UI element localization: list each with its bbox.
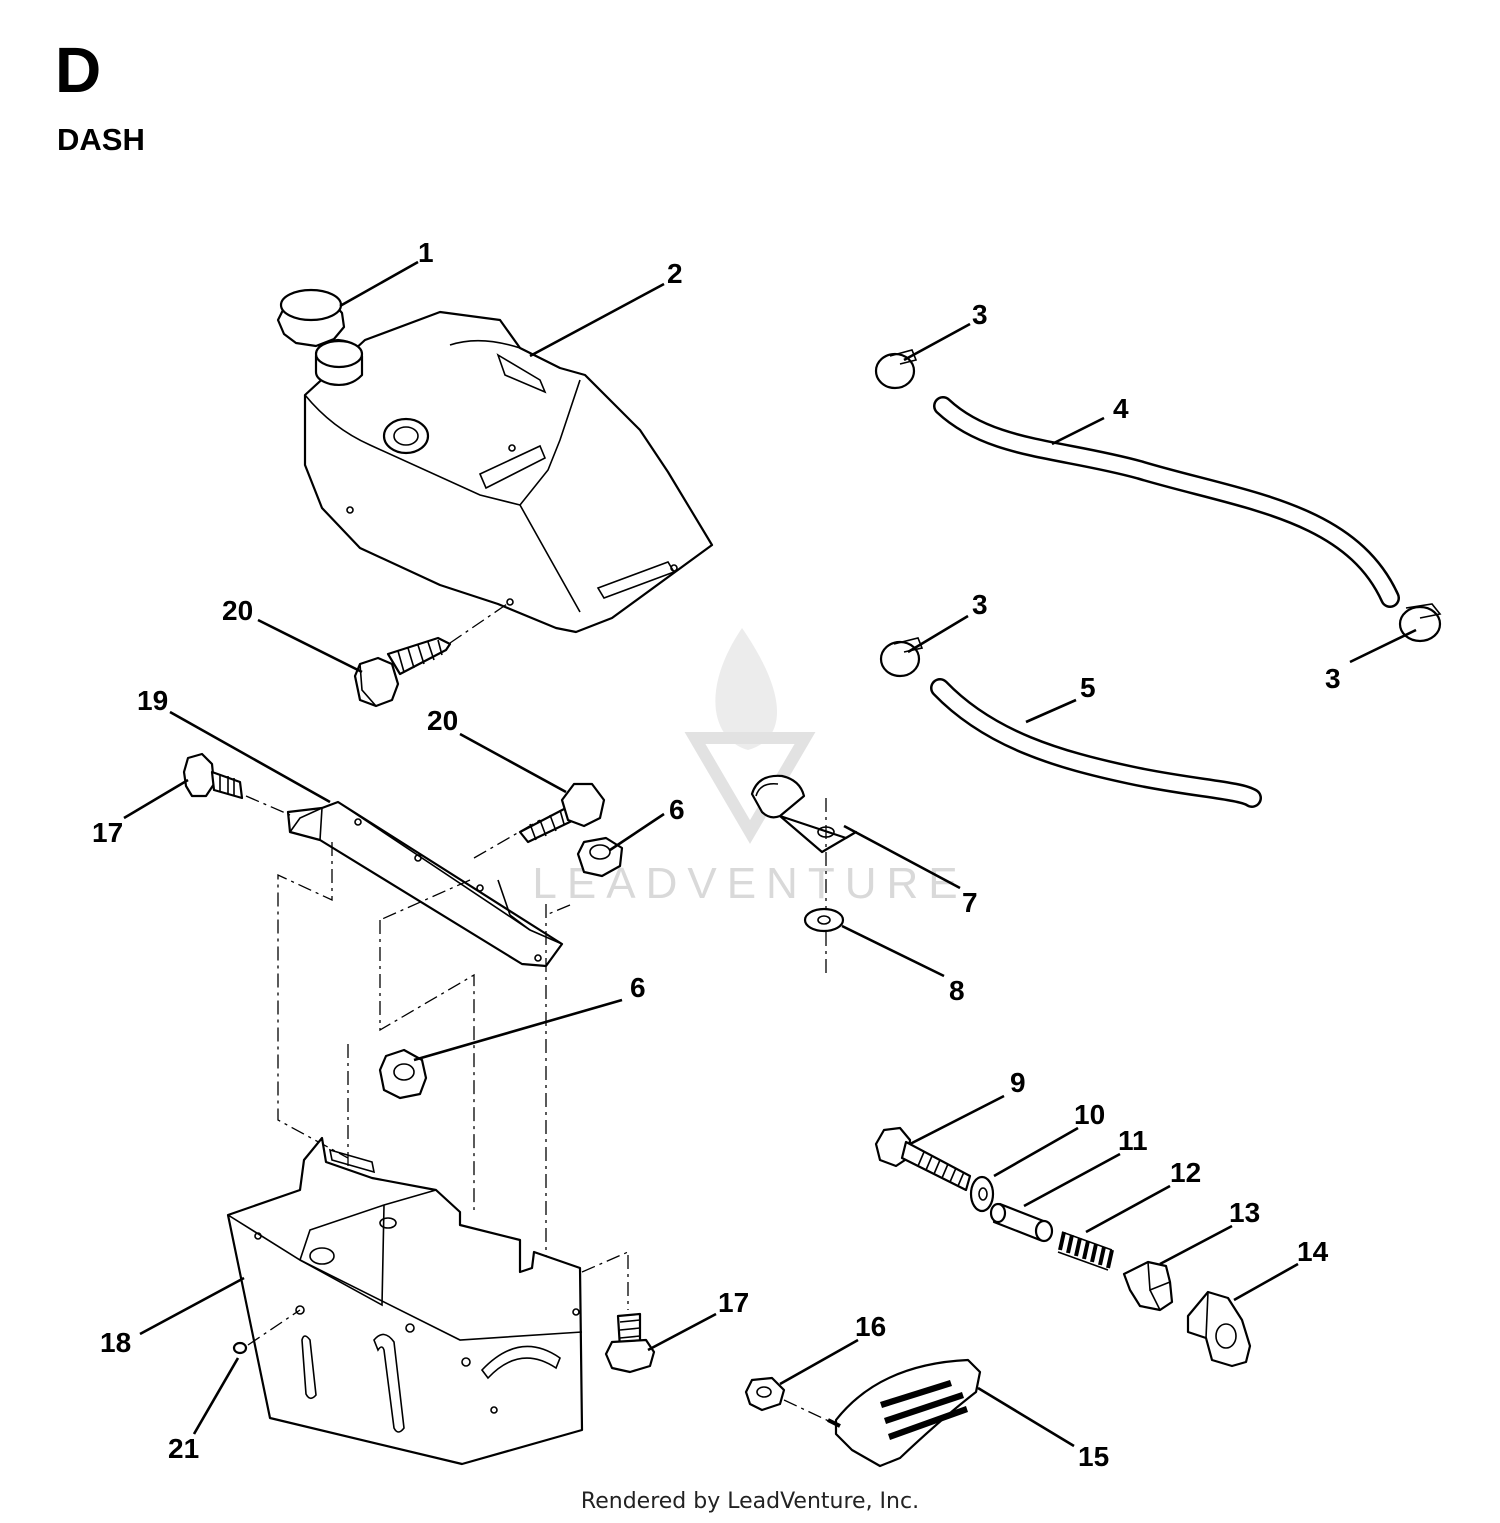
part-fuel-cap[interactable] bbox=[276, 288, 346, 348]
part-small-screw[interactable] bbox=[232, 1341, 248, 1355]
callout-17-lower: 17 bbox=[718, 1287, 749, 1318]
callout-20-upper: 20 bbox=[222, 595, 253, 626]
callout-6-lower: 6 bbox=[630, 972, 646, 1003]
dashline-upper-link bbox=[379, 879, 471, 921]
section-letter: D bbox=[55, 34, 102, 106]
callout-8: 8 bbox=[949, 975, 965, 1006]
part-hose-clamp-middle[interactable] bbox=[879, 637, 924, 678]
dashline-screw-21 bbox=[247, 1309, 301, 1346]
part-dash-panel[interactable] bbox=[226, 1136, 584, 1466]
callout-16: 16 bbox=[855, 1311, 886, 1342]
dashline-screw-upper bbox=[449, 601, 511, 644]
leader-lines bbox=[123, 260, 1417, 1448]
dashline-panel-bolt bbox=[581, 1251, 629, 1273]
part-crossmember-bracket[interactable] bbox=[286, 800, 564, 968]
callout-1: 1 bbox=[418, 237, 434, 268]
callout-13: 13 bbox=[1229, 1197, 1260, 1228]
part-latch-block[interactable] bbox=[1122, 1260, 1174, 1312]
part-flat-washer[interactable] bbox=[969, 1175, 995, 1213]
dashline-left-assembly bbox=[277, 842, 349, 1159]
part-hose-clip[interactable] bbox=[750, 774, 858, 854]
callout-18: 18 bbox=[100, 1327, 131, 1358]
callout-7: 7 bbox=[962, 887, 978, 918]
callout-6-upper: 6 bbox=[669, 794, 685, 825]
callout-12: 12 bbox=[1170, 1157, 1201, 1188]
part-long-bolt[interactable] bbox=[874, 1126, 972, 1192]
callout-21: 21 bbox=[168, 1433, 199, 1464]
dashline-bolt-upper bbox=[245, 795, 291, 816]
part-screw-upper[interactable] bbox=[353, 636, 452, 708]
part-spacer-sleeve[interactable] bbox=[989, 1202, 1054, 1243]
callout-10: 10 bbox=[1074, 1099, 1105, 1130]
footer-credit: Rendered by LeadVenture, Inc. bbox=[580, 1489, 920, 1514]
section-title: DASH bbox=[57, 122, 145, 157]
callout-20-lower: 20 bbox=[427, 705, 458, 736]
callout-3-middle: 3 bbox=[972, 589, 988, 620]
part-fuel-hose-long[interactable] bbox=[933, 396, 1400, 608]
part-quadrant-plate[interactable] bbox=[827, 1358, 982, 1468]
callout-9: 9 bbox=[1010, 1067, 1026, 1098]
callout-19: 19 bbox=[137, 685, 168, 716]
part-nut-lower[interactable] bbox=[378, 1048, 428, 1100]
callout-11: 11 bbox=[1118, 1125, 1148, 1156]
callout-3-top: 3 bbox=[972, 299, 988, 330]
callout-14: 14 bbox=[1297, 1236, 1329, 1267]
part-bolt-lower[interactable] bbox=[604, 1312, 656, 1374]
part-fuel-tank[interactable] bbox=[303, 310, 714, 634]
part-bolt-upper[interactable] bbox=[182, 752, 244, 800]
part-nut-upper[interactable] bbox=[576, 836, 624, 878]
part-lock-nut[interactable] bbox=[744, 1376, 786, 1412]
callout-5: 5 bbox=[1080, 672, 1096, 703]
callout-labels: 1 2 3 4 3 3 5 6 7 8 20 20 19 17 6 9 10 1… bbox=[92, 237, 1341, 1472]
part-screw-lower[interactable] bbox=[518, 782, 606, 844]
part-latch-housing[interactable] bbox=[1186, 1290, 1252, 1368]
part-fuel-hose-short[interactable] bbox=[930, 678, 1262, 808]
callout-2: 2 bbox=[667, 258, 683, 289]
callout-4: 4 bbox=[1113, 393, 1129, 424]
part-compression-spring[interactable] bbox=[1057, 1231, 1114, 1271]
dashline-nut-link bbox=[545, 904, 571, 916]
callout-15: 15 bbox=[1078, 1441, 1109, 1472]
dashline-center-assembly bbox=[379, 920, 475, 1210]
dashline-nut-plate bbox=[783, 1399, 836, 1425]
part-washer[interactable] bbox=[803, 907, 845, 933]
callout-3-right: 3 bbox=[1325, 663, 1341, 694]
callout-17-upper: 17 bbox=[92, 817, 123, 848]
